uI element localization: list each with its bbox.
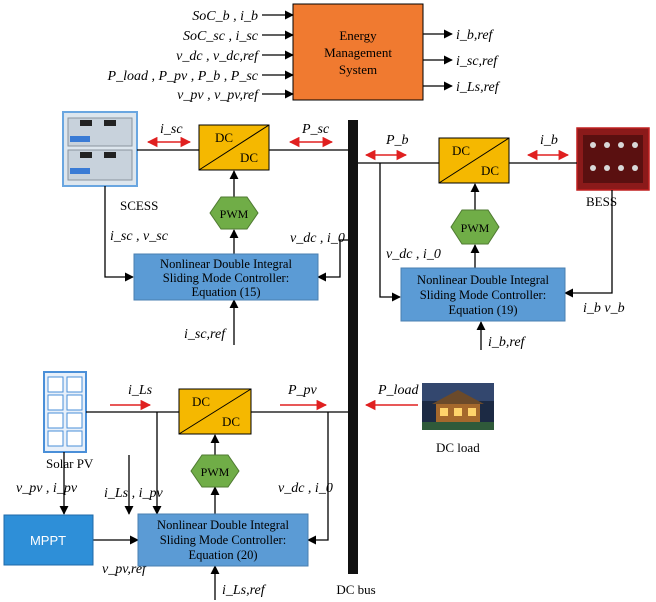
svg-text:Sliding Mode Controller:: Sliding Mode Controller:: [420, 288, 546, 302]
svg-text:DC: DC: [452, 143, 470, 158]
dc-load-label: DC load: [436, 440, 480, 455]
solar-pv-icon: [43, 371, 87, 453]
mppt-output-label: v_pv,ref: [102, 562, 148, 577]
scess-power-label: P_sc: [301, 122, 330, 137]
load-power-label: P_load: [377, 383, 419, 398]
pv-vpv-ipv-label: v_pv , i_pv: [16, 481, 78, 496]
svg-text:Sliding Mode Controller:: Sliding Mode Controller:: [160, 533, 286, 547]
svg-text:Nonlinear Double Integral: Nonlinear Double Integral: [160, 257, 292, 271]
scess-converter: DC DC: [198, 124, 270, 171]
svg-text:Sliding Mode Controller:: Sliding Mode Controller:: [163, 271, 289, 285]
ems-output-ib-ref: i_b,ref: [456, 28, 495, 43]
bess-bus-feedback-label: v_dc , i_0: [386, 247, 441, 262]
ems-block: Energy Management System: [292, 3, 424, 101]
svg-text:Equation (19): Equation (19): [448, 303, 517, 317]
ems-input-soc-b: SoC_b , i_b: [192, 9, 258, 24]
ems-title-line-3: System: [339, 62, 377, 77]
dc-bus-label: DC bus: [336, 582, 375, 597]
pv-converter: DC DC: [178, 388, 252, 435]
bess-current-label: i_b: [540, 133, 558, 148]
pv-bus-feedback-label: v_dc , i_0: [278, 481, 333, 496]
svg-text:PWM: PWM: [201, 465, 230, 479]
ems-output-isc-ref: i_sc,ref: [456, 54, 499, 69]
dc-load-image: [422, 383, 494, 430]
svg-text:Nonlinear Double Integral: Nonlinear Double Integral: [417, 273, 549, 287]
bess-converter: DC DC: [438, 137, 510, 184]
bess-controller: Nonlinear Double Integral Sliding Mode C…: [400, 267, 566, 322]
svg-text:DC: DC: [215, 130, 233, 145]
pv-power-label: P_pv: [287, 383, 318, 398]
pv-current-label: i_Ls: [128, 383, 153, 398]
ems-input-powers: P_load , P_pv , P_b , P_sc: [107, 69, 259, 84]
bess-wiring: [358, 162, 613, 350]
scess-wiring: [104, 149, 348, 345]
svg-text:PWM: PWM: [461, 221, 490, 235]
bess-reference-label: i_b,ref: [488, 335, 527, 350]
scess-label: SCESS: [120, 198, 158, 213]
pv-feedback-label: i_Ls , i_pv: [104, 486, 164, 501]
scess-bus-feedback-label: v_dc , i_0: [290, 231, 345, 246]
pv-reference-label: i_Ls,ref: [222, 583, 267, 598]
bess-power-label: P_b: [385, 133, 409, 148]
svg-text:PWM: PWM: [220, 207, 249, 221]
svg-text:Equation (15): Equation (15): [191, 285, 260, 299]
scess-feedback-label: i_sc , v_sc: [110, 229, 169, 244]
scess-pwm: PWM: [209, 196, 259, 230]
ems-input-soc-sc: SoC_sc , i_sc: [183, 29, 259, 44]
svg-text:MPPT: MPPT: [30, 533, 66, 548]
scess-current-label: i_sc: [160, 122, 183, 137]
pv-controller: Nonlinear Double Integral Sliding Mode C…: [137, 513, 309, 567]
bess-label: BESS: [586, 194, 617, 209]
scess-battery-icon: [62, 111, 138, 187]
dc-bus-bar: [348, 120, 358, 574]
svg-text:Equation (20): Equation (20): [188, 548, 257, 562]
ems-input-vdc: v_dc , v_dc,ref: [176, 49, 260, 64]
solar-pv-label: Solar PV: [46, 456, 94, 471]
svg-text:Nonlinear Double Integral: Nonlinear Double Integral: [157, 518, 289, 532]
svg-text:DC: DC: [192, 394, 210, 409]
svg-text:DC: DC: [240, 150, 258, 165]
bess-pwm: PWM: [450, 209, 500, 245]
ems-input-vpv: v_pv , v_pv,ref: [177, 88, 260, 103]
pv-pwm: PWM: [190, 454, 240, 488]
svg-text:DC: DC: [481, 163, 499, 178]
ems-input-arrows: [262, 10, 294, 99]
ems-output-ils-ref: i_Ls,ref: [456, 80, 501, 95]
bess-battery-icon: [576, 127, 650, 191]
ems-title-line-1: Energy: [339, 28, 377, 43]
scess-reference-label: i_sc,ref: [184, 327, 227, 342]
ems-output-arrows: [423, 29, 453, 91]
mppt-block: MPPT: [3, 514, 94, 566]
bess-feedback-label: i_b v_b: [583, 301, 625, 316]
scess-controller: Nonlinear Double Integral Sliding Mode C…: [133, 253, 319, 301]
svg-text:DC: DC: [222, 414, 240, 429]
ems-title-line-2: Management: [324, 45, 392, 60]
pv-wiring: [59, 411, 348, 600]
